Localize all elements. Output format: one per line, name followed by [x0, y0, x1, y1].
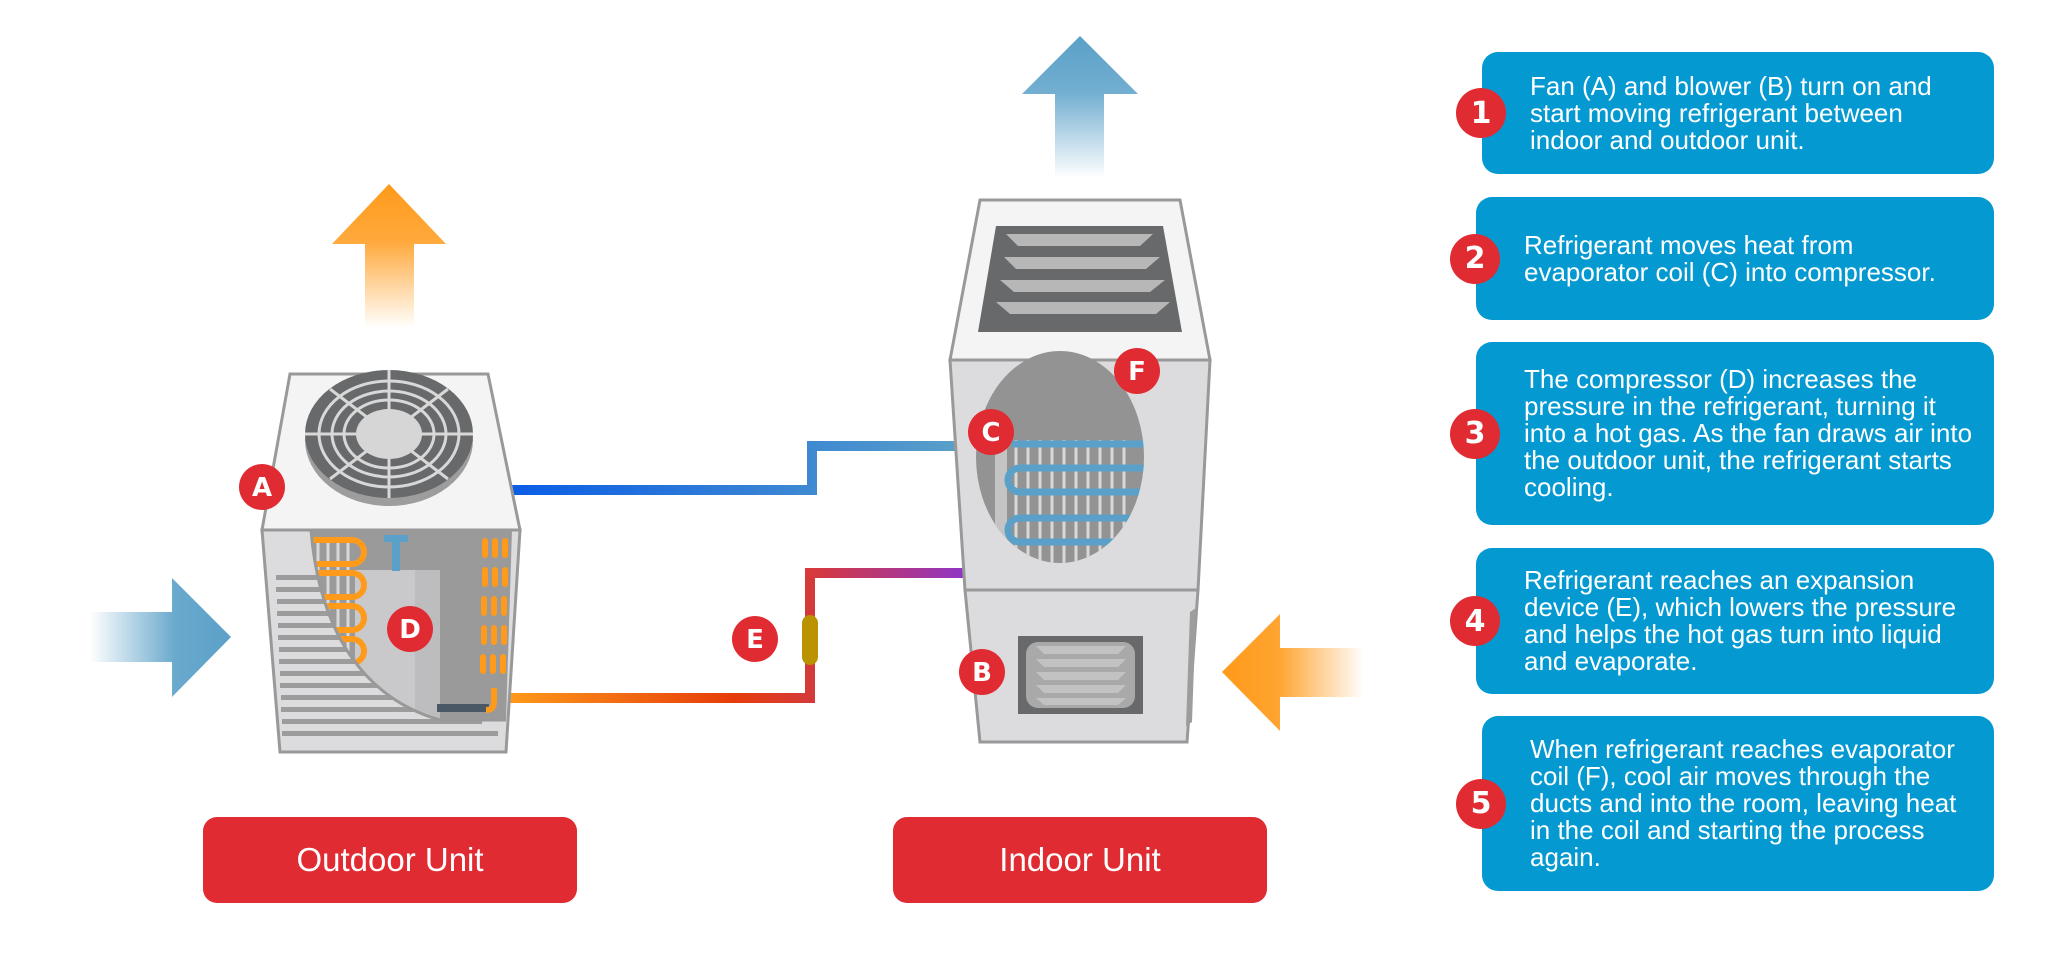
outdoor-unit [260, 370, 522, 754]
badge-f: F [1114, 348, 1160, 394]
step-3-number: 3 [1450, 408, 1500, 459]
step-4-number: 4 [1450, 596, 1500, 646]
badge-a-label: A [252, 473, 272, 503]
outdoor-grille [276, 575, 498, 736]
indoor-unit [948, 198, 1212, 744]
cold-refrigerant-line [508, 441, 964, 495]
step-1-text: Fan (A) and blower (B) turn on and start… [1530, 70, 1932, 155]
evaporator-coil [1004, 440, 1144, 546]
step-4: 4 Refrigerant reaches an expansion devic… [1450, 548, 1994, 694]
air-in-arrow-outdoor [90, 578, 231, 697]
badge-d: D [387, 606, 433, 652]
step-4-text: Refrigerant reaches an expansion device … [1524, 565, 1957, 676]
badge-f-label: F [1128, 357, 1146, 387]
expansion-device [802, 615, 818, 665]
fan-icon [305, 370, 473, 506]
blower-grille [1018, 636, 1143, 714]
badge-c: C [968, 409, 1014, 455]
top-vent [978, 226, 1182, 332]
step-3-text: The compressor (D) increases the pressur… [1524, 364, 1973, 502]
step-2: 2 Refrigerant moves heat from evaporator… [1450, 197, 1994, 320]
outdoor-unit-label: Outdoor Unit [203, 817, 577, 903]
mixed-refrigerant-line [805, 568, 968, 578]
step-1: 1 Fan (A) and blower (B) turn on and sta… [1456, 52, 1994, 174]
step-2-number: 2 [1450, 233, 1500, 284]
step-3: 3 The compressor (D) increases the press… [1450, 342, 1994, 525]
badge-a: A [239, 464, 285, 510]
step-5-text: When refrigerant reaches evaporator coil… [1530, 734, 1957, 872]
step-5: 5 When refrigerant reaches evaporator co… [1456, 716, 1994, 891]
badge-b: B [959, 649, 1005, 695]
step-1-number: 1 [1456, 88, 1506, 138]
condenser-coil [312, 537, 367, 666]
step-5-number: 5 [1456, 778, 1506, 829]
hot-air-out-arrow [332, 184, 446, 328]
warm-air-in-arrow-indoor [1222, 614, 1364, 731]
badge-e: E [732, 616, 778, 662]
badge-e-label: E [746, 625, 764, 655]
cool-air-out-arrow [1022, 36, 1138, 178]
badge-b-label: B [972, 658, 992, 688]
step-2-text: Refrigerant moves heat from evaporator c… [1524, 229, 1936, 287]
indoor-unit-label: Indoor Unit [893, 817, 1267, 903]
badge-c-label: C [981, 418, 1000, 448]
badge-d-label: D [399, 615, 421, 645]
